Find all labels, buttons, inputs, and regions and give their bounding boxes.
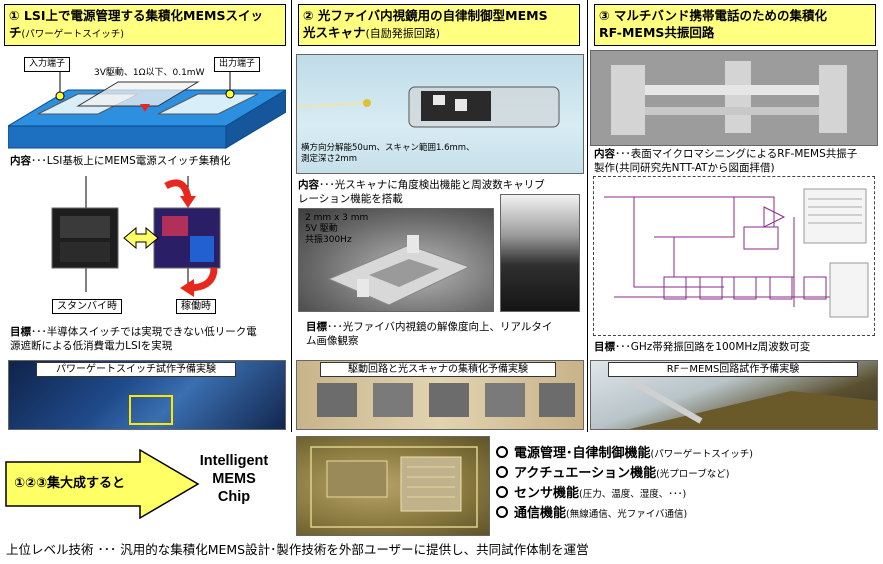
col2-goal-text1: ･･･光ファイバ内視鏡の解像度向上、リアルタイ xyxy=(327,321,553,333)
feature-item-3: センサ機能(圧力、温度、湿度、･･･) xyxy=(496,485,686,504)
col2-goal-label: 目標 xyxy=(306,321,327,333)
col3-sem-photo xyxy=(590,50,878,146)
col3-goal-text: ･･･GHz帯発振回路を100MHz周波数可変 xyxy=(615,341,811,353)
feature-3-sub: (圧力、温度、湿度、･･･) xyxy=(579,489,687,500)
col3-title: ③ マルチバンド携帯電話のための集積化 RF-MEMS共振回路 xyxy=(594,4,876,46)
col1-title: ① LSI上で電源管理する集積化MEMSスイッ チ(パワーゲートスイッチ) xyxy=(4,4,286,46)
feature-1-sub: (パワーゲートスイッチ) xyxy=(650,449,753,460)
col2-sem-line1: 2 mm x 3 mm xyxy=(305,213,369,223)
col3-content-text1: ･･･表面マイクロマシニングによるRF-MEMS共振子 xyxy=(615,148,858,160)
col1-goal-label: 目標 xyxy=(10,326,31,338)
feature-item-4: 通信機能(無線通信、光ファイバ通信) xyxy=(496,505,687,524)
col3-content: 内容･･･表面マイクロマシニングによるRF-MEMS共振子製作(共同研究先NTT… xyxy=(594,147,878,175)
col2-title-line2-sub: (自励発振回路) xyxy=(365,27,441,40)
summary-arrow-text: ①②③集大成すると xyxy=(14,476,126,491)
col3-content-label: 内容 xyxy=(594,148,615,160)
col2-content-label: 内容 xyxy=(298,179,319,191)
circle-bullet-icon xyxy=(496,466,508,478)
col1-goal-text2: 源遮断による低消費電力LSIを実現 xyxy=(10,340,173,352)
chip-label-line1: Intelligent xyxy=(199,453,269,469)
col1-switch-diagram xyxy=(6,56,288,152)
circle-bullet-icon xyxy=(496,506,508,518)
feature-3-main: センサ機能 xyxy=(514,486,580,501)
chip-label-line2: MEMS xyxy=(212,471,256,487)
col3-content-text2: 製作(共同研究先NTT-ATから図面拝借) xyxy=(594,162,775,174)
col2-content: 内容･･･光スキャナに角度検出機能と周波数キャリブレーション機能を搭載 xyxy=(298,178,580,206)
feature-item-1: 電源管理･自律制御機能(パワーゲートスイッチ) xyxy=(496,445,753,464)
col2-goal-text2: ム画像観察 xyxy=(306,335,359,347)
mems-chip-photo xyxy=(296,436,490,536)
col1-title-sub: (パワーゲートスイッチ) xyxy=(21,29,124,40)
feature-1-main: 電源管理･自律制御機能 xyxy=(514,446,651,461)
footer-text: 上位レベル技術 ･･･ 汎用的な集積化MEMS設計･製作技術を外部ユーザーに提供… xyxy=(6,542,589,557)
col1-content-label: 内容 xyxy=(10,155,31,167)
col1-goal: 目標･･･半導体スイッチでは実現できない低リーク電源遮断による低消費電力LSIを… xyxy=(10,325,290,353)
active-label: 稼働時 xyxy=(176,299,216,314)
col1-spec: 3V駆動、1Ω以下、0.1mW xyxy=(94,68,205,78)
circle-bullet-icon xyxy=(496,446,508,458)
feature-item-2: アクチュエーション機能(光プローブなど) xyxy=(496,465,729,484)
standby-label: スタンバイ時 xyxy=(52,299,122,314)
feature-2-main: アクチュエーション機能 xyxy=(514,466,657,481)
circle-bullet-icon xyxy=(496,486,508,498)
col2-sem-line3: 共振300Hz xyxy=(305,235,352,245)
col3-goal-label: 目標 xyxy=(594,341,615,353)
col1-content-text: ･･･LSI基板上にMEMS電源スイッチ集積化 xyxy=(31,155,231,167)
col2-scanner-photo: 横方向分解能50um、スキャン範囲1.6mm、測定深さ2mm xyxy=(296,54,584,174)
col3-goal: 目標･･･GHz帯発振回路を100MHz周波数可変 xyxy=(594,340,878,354)
col2-oct-image xyxy=(500,194,580,312)
col2-title: ② 光ファイバ内視鏡用の自律制御型MEMS 光スキャナ(自励発振回路) xyxy=(298,4,580,46)
col3-title-line2: RF-MEMS共振回路 xyxy=(599,25,715,40)
chip-label-line3: Chip xyxy=(217,489,251,505)
summary-arrow xyxy=(4,448,200,520)
col1-goal-text1: ･･･半導体スイッチでは実現できない低リーク電 xyxy=(31,326,257,338)
col2-sem-line2: 5V 駆動 xyxy=(305,224,338,234)
col2-scanner-caption: 横方向分解能50um、スキャン範囲1.6mm、測定深さ2mm xyxy=(301,143,475,165)
col3-photo-caption: RF－MEMS回路試作予備実験 xyxy=(608,362,858,377)
column-divider-2 xyxy=(587,0,588,432)
col3-circuit-schematic xyxy=(593,176,875,336)
feature-4-sub: (無線通信、光ファイバ通信) xyxy=(566,509,688,520)
col1-photo-highlight xyxy=(129,395,173,425)
col3-title-line1: ③ マルチバンド携帯電話のための集積化 xyxy=(599,8,828,23)
col2-title-line2-main: 光スキャナ xyxy=(303,25,366,40)
col2-title-line1: ② 光ファイバ内視鏡用の自律制御型MEMS xyxy=(303,8,548,23)
col2-scanner-caption-2: 測定深さ2mm xyxy=(301,154,357,164)
feature-2-sub: (光プローブなど) xyxy=(656,469,730,480)
col2-scanner-caption-1: 横方向分解能50um、スキャン範囲1.6mm、 xyxy=(301,143,475,153)
output-terminal-label: 出力端子 xyxy=(214,57,261,72)
col2-goal: 目標･･･光ファイバ内視鏡の解像度向上、リアルタイム画像観察 xyxy=(306,320,582,348)
input-terminal-label: 入力端子 xyxy=(24,57,71,72)
feature-4-main: 通信機能 xyxy=(514,506,567,521)
col1-title-main2: チ xyxy=(9,25,22,40)
chip-label: Intelligent MEMS Chip xyxy=(186,452,282,506)
col2-content-text1: ･･･光スキャナに角度検出機能と周波数キャリブ xyxy=(319,179,545,191)
col1-standby-active-diagram xyxy=(38,172,258,302)
col1-content: 内容･･･LSI基板上にMEMS電源スイッチ集積化 xyxy=(10,154,290,168)
col1-title-main: ① LSI上で電源管理する集積化MEMSスイッ xyxy=(9,8,263,23)
col1-photo-caption: パワーゲートスイッチ試作予備実験 xyxy=(36,362,236,377)
column-divider-1 xyxy=(291,0,292,432)
col2-content-text2: レーション機能を搭載 xyxy=(298,193,403,205)
col2-photo-caption: 駆動回路と光スキャナの集積化予備実験 xyxy=(320,362,556,377)
